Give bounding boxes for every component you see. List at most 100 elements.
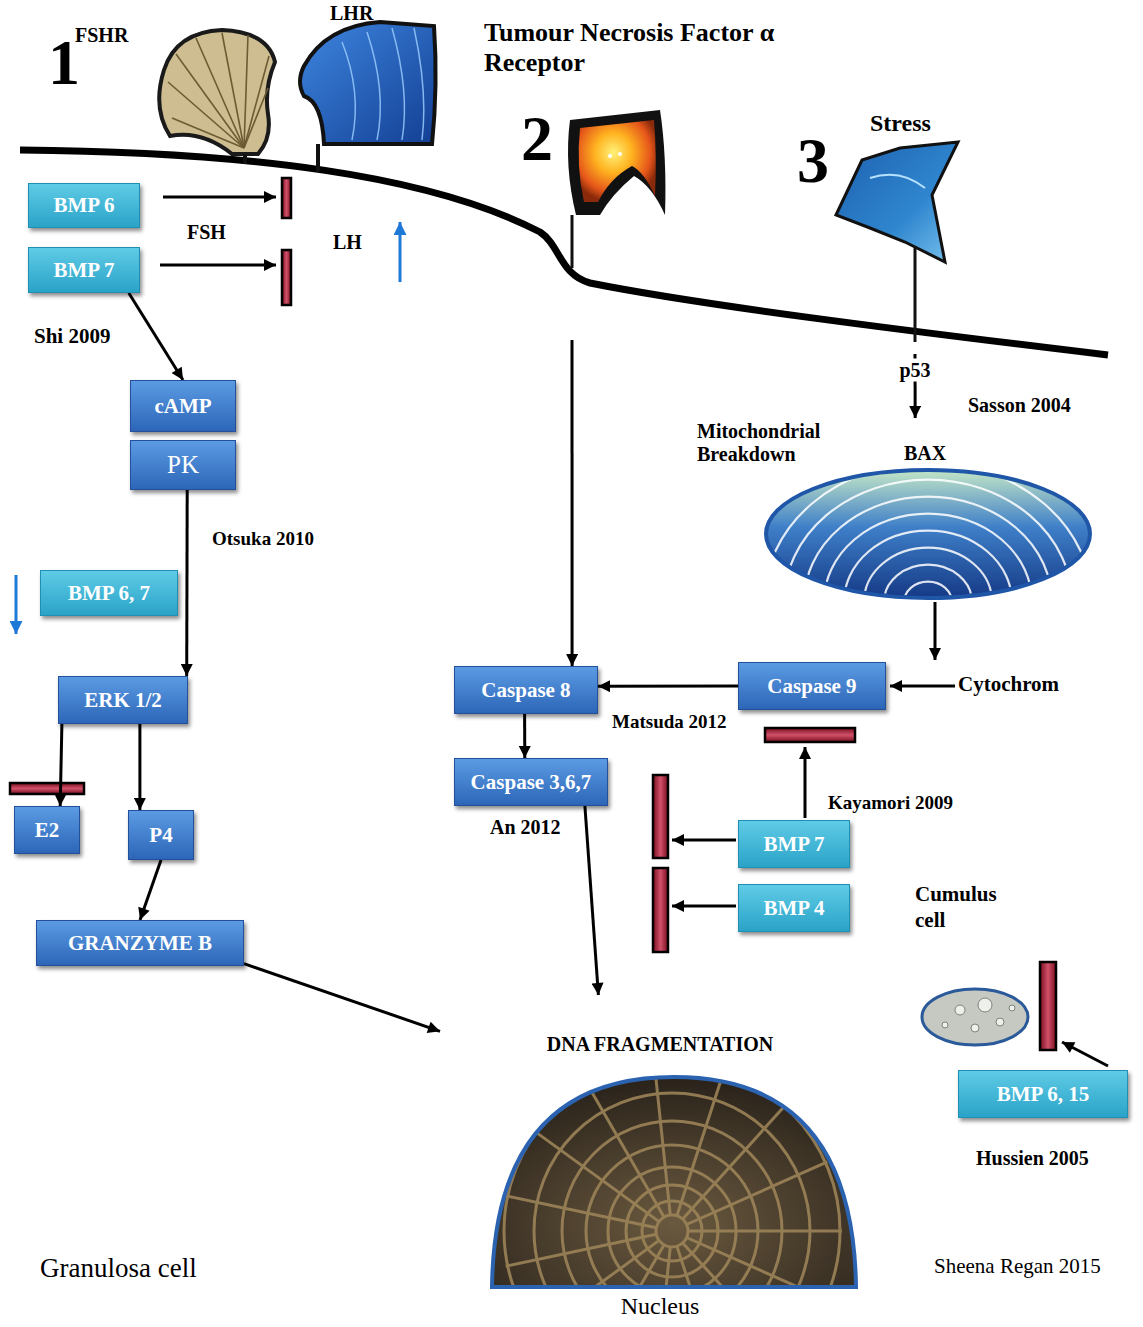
callout-number: 2 [521, 104, 553, 174]
node-text: Caspase 9 [767, 674, 856, 699]
drawing-part [996, 1018, 1004, 1026]
drawing-part [172, 118, 244, 148]
drawing-part [506, 1196, 657, 1228]
node-text: DNA FRAGMENTATION [440, 1033, 880, 1056]
cytochrome-arrow [890, 685, 955, 688]
caspase-box: Caspase 8 [454, 666, 598, 714]
drawing-part [870, 175, 925, 188]
node-text: Caspase 8 [481, 678, 570, 703]
receptor-lhr-picture [292, 2, 438, 174]
drawing-part [824, 514, 1032, 602]
inhibition-bar [1040, 962, 1056, 1050]
citation-label: Hussien 2005 [976, 1146, 1089, 1170]
drawing-part [955, 1005, 965, 1015]
decrease-arrow [15, 575, 18, 634]
callout-number: 1 [48, 28, 80, 98]
inhibition-bar [765, 728, 855, 742]
citation-label: Sheena Regan 2015 [934, 1254, 1101, 1280]
drawing-part [971, 1024, 979, 1032]
node-text: Mitochondrial Breakdown [697, 420, 862, 466]
node-text: E2 [35, 818, 60, 843]
hormone-box: E2 [14, 806, 80, 854]
drawing-part [176, 54, 244, 148]
drawing-part [196, 38, 244, 148]
inhibition-bar [282, 250, 291, 305]
node-text: BMP 6 [53, 193, 114, 218]
protein-box: BMP 6, 15 [958, 1070, 1128, 1118]
receptor-tnf: Tumour Necrosis Factor α Receptor [484, 16, 829, 340]
node-text: Caspase 3,6,7 [471, 770, 592, 795]
node-text: FSHR [75, 24, 128, 47]
drawing-part [764, 463, 1092, 602]
node-text: Stress [870, 110, 931, 137]
drawing-part [618, 152, 622, 156]
drawing-part [222, 33, 244, 148]
drawing-part [243, 154, 247, 164]
inhibition-arrow [672, 905, 736, 908]
drawing-part [159, 30, 275, 154]
pathway-arrow [571, 340, 574, 666]
inhibition-bar [653, 775, 668, 858]
protein-box: BMP 6, 7 [40, 570, 178, 616]
pathway-box: ERK 1/2 [58, 676, 188, 724]
drawing-part [506, 1234, 657, 1266]
inhibition-bar [653, 868, 668, 952]
inhibition-bar [282, 178, 291, 218]
drawing-part [642, 1201, 702, 1261]
drawing-part [492, 1077, 856, 1287]
pathway-arrow [598, 685, 738, 688]
protein-box: BMP 6 [28, 183, 140, 228]
protein-box: BMP 7 [28, 247, 140, 293]
drawing-part [587, 1245, 664, 1327]
receptor-lhr: LHR [292, 2, 438, 174]
cumulus-cell-picture [922, 989, 1028, 1045]
drawing-part [535, 1131, 660, 1222]
drawing-part [844, 531, 1012, 602]
drawing-part [244, 88, 268, 148]
caspase-box: Caspase 9 [738, 662, 886, 710]
node-text: GRANZYME B [68, 931, 212, 956]
drawing-part [656, 1215, 688, 1247]
drawing-part [587, 1084, 664, 1217]
node-text: BMP 7 [53, 258, 114, 283]
node-text: P4 [149, 823, 172, 848]
citation-label: Otsuka 2010 [212, 527, 314, 550]
pathway-arrow [60, 724, 62, 806]
drawing-part [804, 497, 1052, 602]
node-subtext: BAX [904, 442, 946, 465]
receptor-fshr: FSHR [72, 18, 278, 166]
receptor-stress-picture [830, 108, 960, 354]
drawing-part [392, 28, 404, 140]
node-subtext: Nucleus [440, 1293, 880, 1320]
citation-label: Shi 2009 [34, 324, 110, 350]
mitochondrion-picture [690, 418, 1095, 600]
drawing-part [683, 1105, 786, 1219]
drawing-part [978, 998, 992, 1012]
pathway-arrow [244, 964, 440, 1032]
drawing-part [864, 548, 992, 602]
node-text: Tumour Necrosis Factor α Receptor [484, 18, 829, 78]
citation-label: Cumulus cell [915, 882, 1015, 933]
drawing-part [766, 470, 1090, 598]
drawing-part [414, 28, 424, 140]
drawing-part [168, 33, 269, 148]
node-text: BMP 4 [763, 896, 824, 921]
drawing-part [764, 463, 1092, 602]
nucleus-picture [440, 995, 880, 1325]
drawing-part [884, 565, 972, 602]
cell-membrane [20, 150, 1108, 355]
node-text: cAMP [154, 394, 211, 419]
inhibition-arrow [1062, 1042, 1108, 1066]
drawing-part [626, 1185, 718, 1277]
callout-number: 3 [797, 126, 829, 196]
drawing-part [608, 154, 612, 158]
release-arrow [934, 602, 937, 660]
pathway-box: cAMP [130, 380, 236, 432]
drawing-part [244, 35, 248, 148]
drawing-part [766, 470, 1090, 598]
pathway-arrow [138, 724, 141, 810]
drawing-part [1009, 1005, 1015, 1011]
